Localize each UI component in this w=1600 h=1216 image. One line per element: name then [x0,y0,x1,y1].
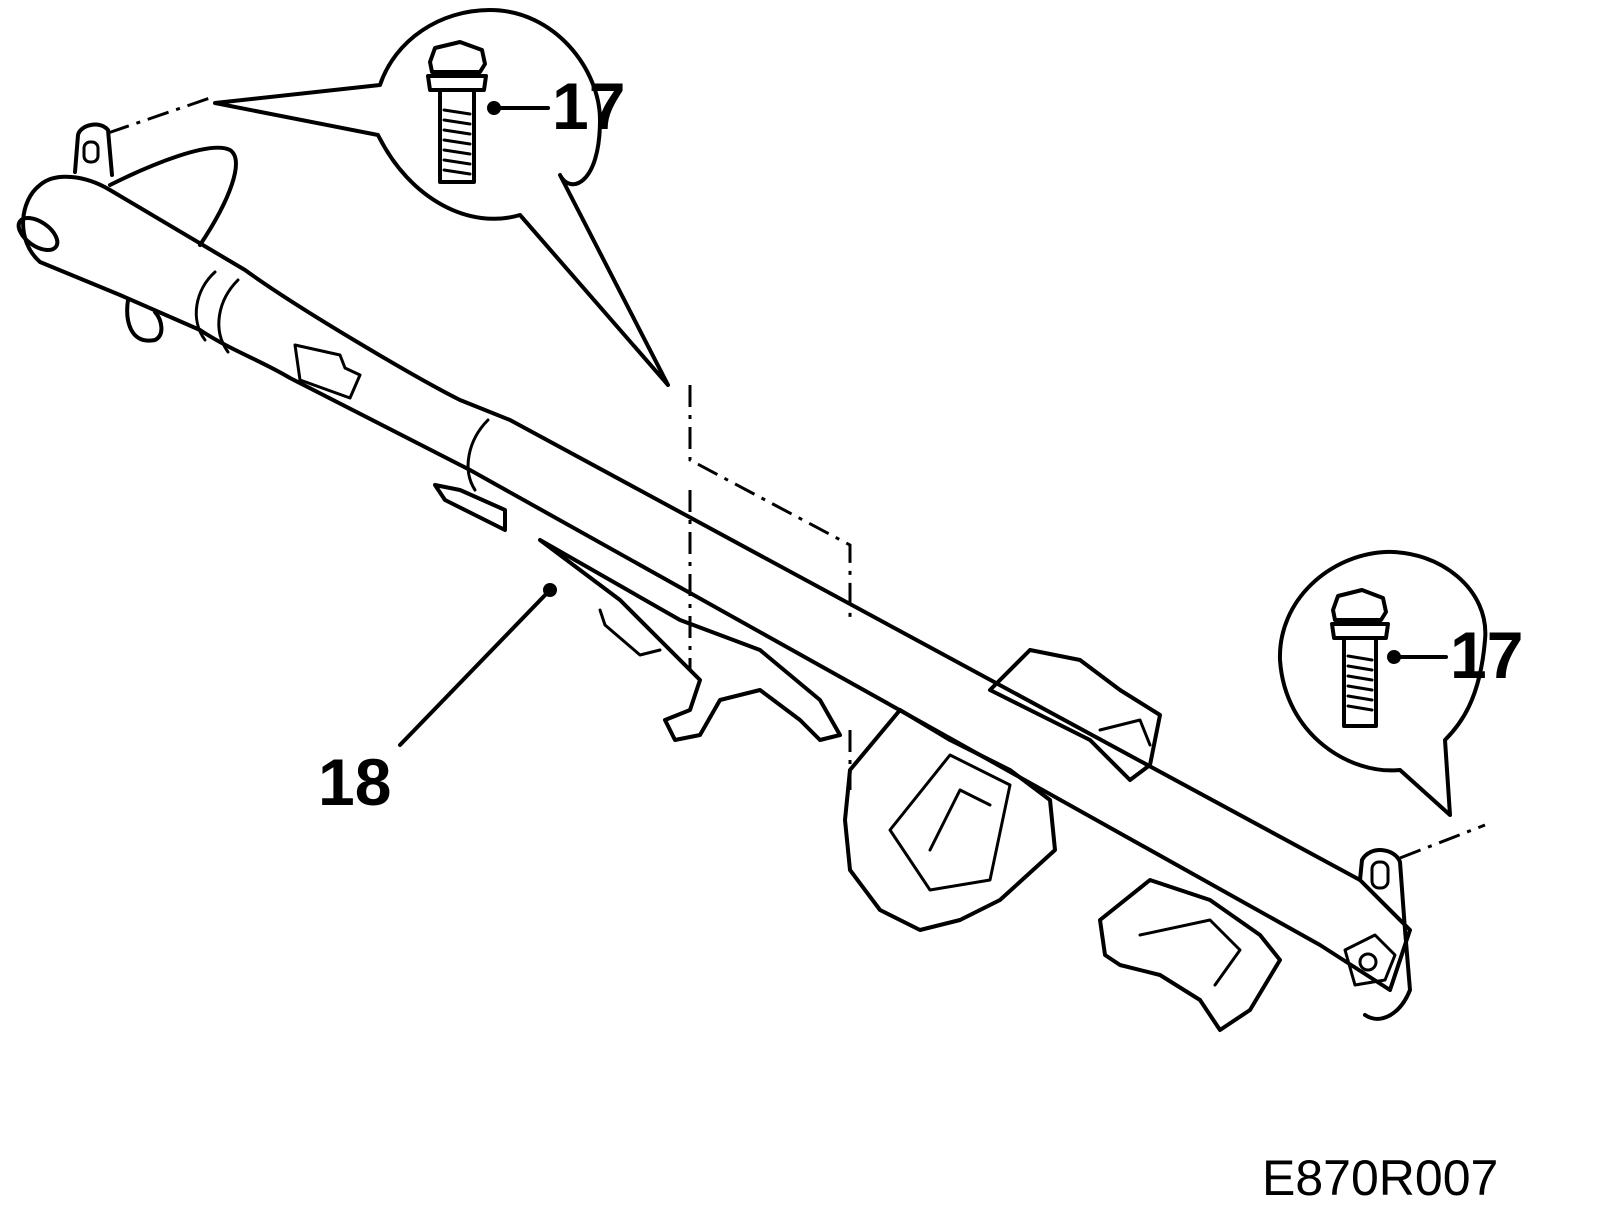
callout-number-18: 18 [318,745,391,819]
callout-number-17-left: 17 [552,69,625,143]
beam-callout: 18 [318,583,557,819]
callout-number-17-right: 17 [1450,618,1523,692]
drawing-code: E870R007 [1262,1150,1498,1206]
bolt-icon [1330,588,1390,728]
bolt-icon [426,40,488,184]
installation-lines [107,96,1486,860]
cross-car-beam [16,122,1412,1032]
bolt-callout-right: 17 [1277,549,1523,817]
bolt-callout-left: 17 [213,8,670,387]
